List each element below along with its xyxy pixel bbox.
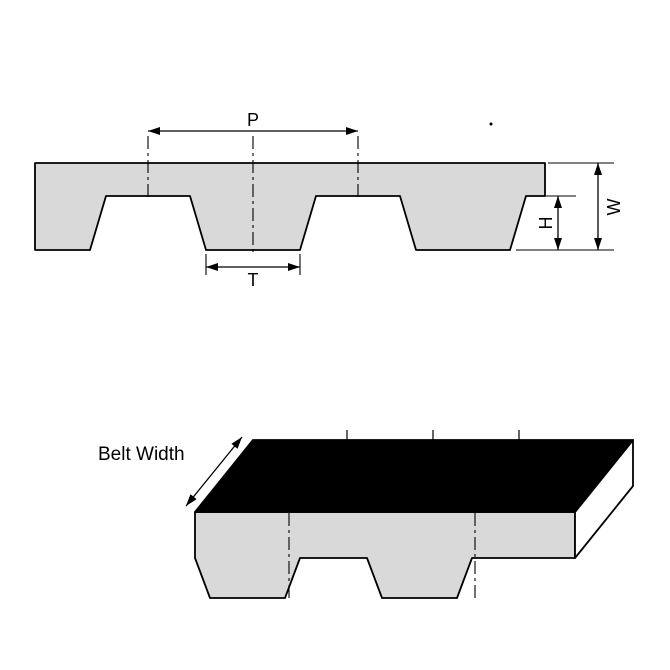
belt-profile [34, 162, 546, 251]
belt-width-arrow [185, 436, 243, 507]
stray-dot [489, 122, 493, 126]
tooth-width-label: T [248, 270, 259, 290]
pitch-label: P [247, 110, 259, 130]
belt-3d-front-face [194, 511, 576, 599]
tooth-height-label: H [536, 217, 556, 230]
belt-3d-top-face [194, 439, 634, 513]
belt-width-label: Belt Width [98, 444, 185, 465]
thickness-label: W [604, 199, 624, 216]
